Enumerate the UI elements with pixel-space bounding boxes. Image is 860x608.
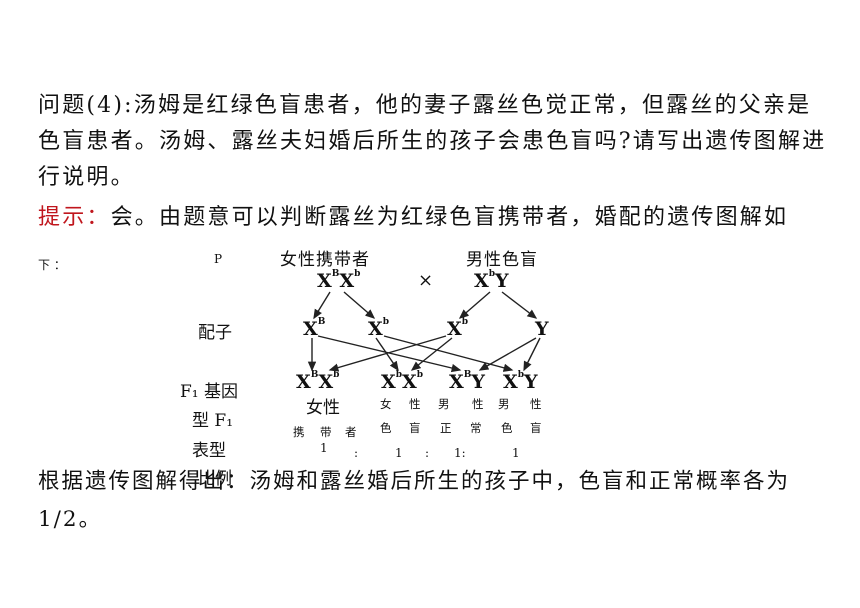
hint-label: 提示： xyxy=(38,205,111,230)
ratio-2: 1 xyxy=(395,446,403,460)
pheno-r1-2: 性 xyxy=(409,397,421,411)
pheno-r2-7: 常 xyxy=(470,421,482,435)
arrow-g4-o4 xyxy=(523,337,541,372)
pheno-r2-9: 盲 xyxy=(530,421,542,435)
ratio-colon-2: : xyxy=(425,446,430,460)
offspring-2: XbXb xyxy=(381,370,424,393)
f1-genotype-label-a: F₁ 基因 xyxy=(180,382,239,402)
female-title: 女性携带者 xyxy=(280,250,370,270)
question-paragraph: 问题(4):汤姆是红绿色盲患者，他的妻子露丝色觉正常，但露丝的父亲是色盲患者。汤… xyxy=(38,93,827,190)
ratio-colon-1: : xyxy=(354,446,359,460)
arrow-p-male-right xyxy=(501,291,538,319)
conclusion-paragraph: 根据遗传图解得出：汤姆和露丝婚后所生的孩子中，色盲和正常概率各为1/2。 xyxy=(38,469,791,532)
pheno-r1-1: 女 xyxy=(380,397,392,411)
offspring-3: XBY xyxy=(449,370,485,393)
male-title: 男性色盲 xyxy=(466,250,538,270)
arrow-g3-o1 xyxy=(328,335,447,372)
gamete-3: Xb xyxy=(447,317,469,340)
arrow-p-female-left xyxy=(313,291,331,320)
f1-genotype-label-b: 型 F₁ xyxy=(192,411,234,431)
arrow-p-female-right xyxy=(343,291,376,319)
gamete-label: 配子 xyxy=(198,323,232,343)
gamete-1: XB xyxy=(303,317,326,340)
ratio-4: 1 xyxy=(512,446,520,460)
pheno-r2-6: 正 xyxy=(440,421,452,435)
pheno-r2-2: 带 xyxy=(320,425,332,439)
female-genotype: XBXb xyxy=(317,269,361,292)
arrow-p-male-left xyxy=(458,291,491,319)
hint-paragraph: 提示：会。由题意可以判断露丝为红绿色盲携带者，婚配的遗传图解如 xyxy=(38,200,828,236)
pheno-r2-5: 盲 xyxy=(409,421,421,435)
ratio-3: 1: xyxy=(454,446,466,460)
p-label: P xyxy=(214,252,223,266)
gamete-4: Y xyxy=(535,318,549,340)
hint-text: 会。由题意可以判断露丝为红绿色盲携带者，婚配的遗传图解如 xyxy=(110,205,789,230)
pheno-r2-1: 携 xyxy=(293,425,305,439)
pheno-r1-4: 性 xyxy=(472,397,484,411)
pheno-r2-8: 色 xyxy=(501,421,513,435)
offspring-4: XbY xyxy=(503,370,538,393)
phenotype-female: 女性 xyxy=(306,398,340,418)
arrow-g2-o4 xyxy=(383,335,514,372)
male-genotype: XbY xyxy=(474,269,509,292)
hint-tail: 下 ： xyxy=(38,258,66,272)
arrow-g2-o2 xyxy=(375,337,399,372)
pheno-r2-3: 者 xyxy=(345,425,357,439)
arrow-g4-o3 xyxy=(478,337,537,371)
pheno-r2-4: 色 xyxy=(380,421,392,435)
arrow-g1-o3 xyxy=(317,335,462,373)
arrow-g3-o2 xyxy=(410,337,453,371)
pheno-r1-3: 男 xyxy=(438,397,450,411)
cross-sign: × xyxy=(418,270,434,291)
pheno-r1-5: 男 xyxy=(498,397,510,411)
f1-phenotype-label: 表型 xyxy=(192,441,226,461)
gamete-2: Xb xyxy=(368,317,390,340)
ratio-1: 1 xyxy=(320,441,328,455)
pheno-r1-6: 性 xyxy=(530,397,542,411)
f1-ratio-label: 比例 xyxy=(198,469,232,489)
offspring-1: XBXb xyxy=(296,370,340,393)
